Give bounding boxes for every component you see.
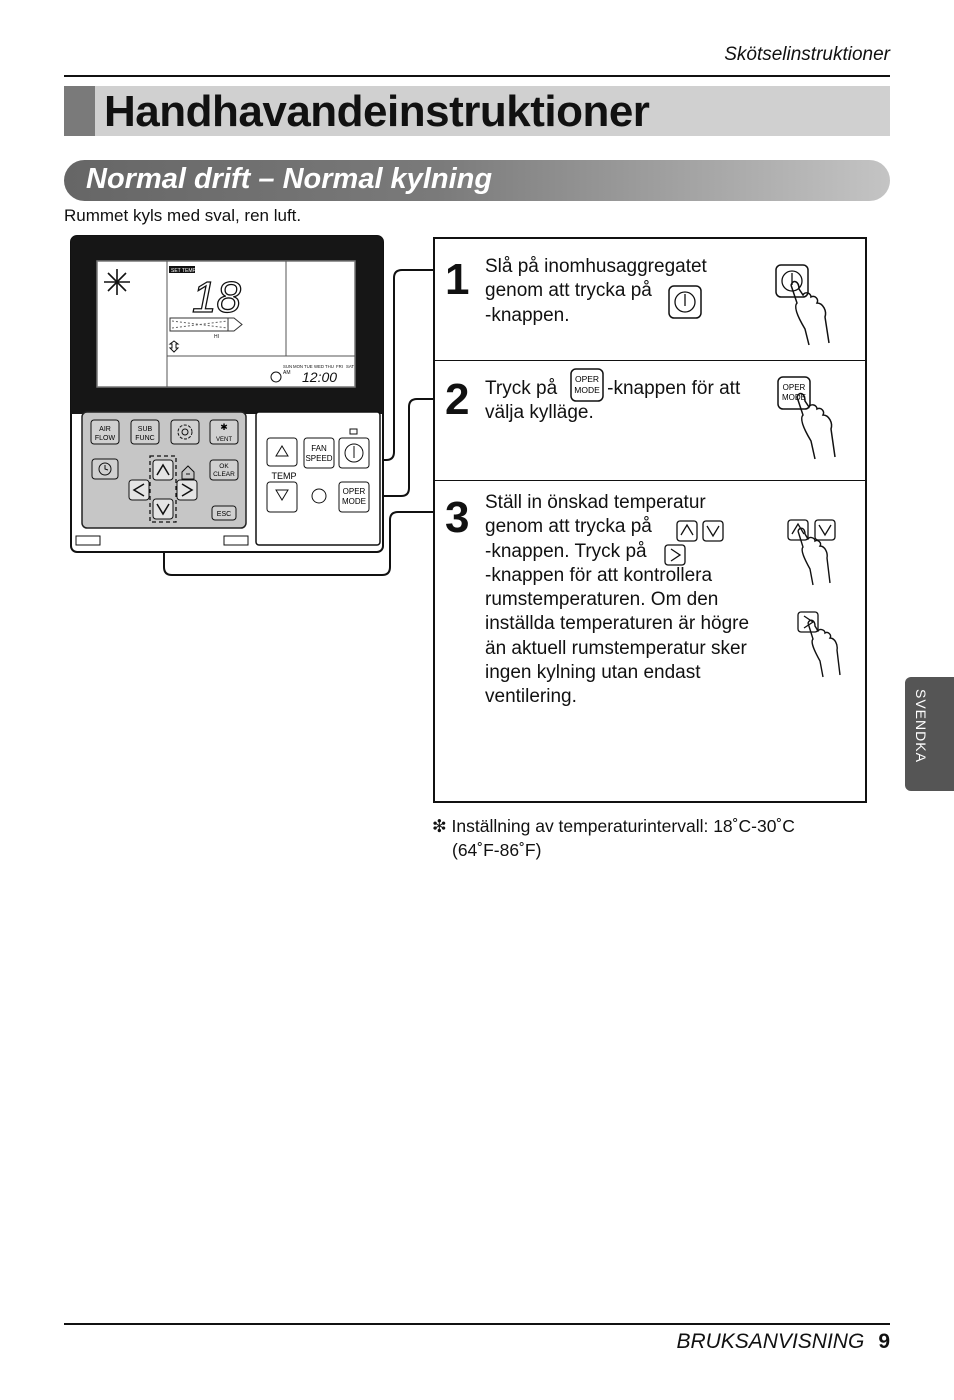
section-title: Normal drift – Normal kylning <box>86 163 493 195</box>
svg-text:FAN: FAN <box>311 444 327 453</box>
fan-level: HI <box>214 334 219 340</box>
dashed-nav-highlight <box>149 455 177 523</box>
svg-text:MODE: MODE <box>574 385 600 395</box>
title-mark <box>64 86 95 136</box>
button-ok-clear: OK CLEAR <box>209 459 239 481</box>
svg-text:✱: ✱ <box>220 422 228 432</box>
steps-box: 1 Slå på inomhusaggregatet genom att try… <box>433 237 867 803</box>
button-temp-down <box>266 481 298 513</box>
page-footer: BRUKSANVISNING 9 <box>676 1330 890 1354</box>
button-fan-speed: FAN SPEED <box>303 437 335 469</box>
hand-press-oper-mode-icon: OPER MODE <box>777 376 836 460</box>
svg-text:SUB: SUB <box>138 426 153 433</box>
oper-mode-button-icon: OPER MODE <box>570 368 604 402</box>
svg-text:CLEAR: CLEAR <box>213 471 235 478</box>
svg-text:MODE: MODE <box>342 497 366 506</box>
svg-text:AIR: AIR <box>99 426 111 433</box>
svg-text:FUNC: FUNC <box>135 435 154 442</box>
power-led <box>349 428 358 435</box>
indicator-led <box>311 488 327 504</box>
svg-text:SPEED: SPEED <box>305 454 332 463</box>
running-header: Skötselinstruktioner <box>724 44 890 65</box>
snowflake-icon <box>104 269 130 295</box>
step-text: Slå på inomhusaggregatet genom att tryck… <box>485 256 707 326</box>
step-text: Tryck på-knappen för att välja kylläge. <box>485 378 741 424</box>
button-sub-func: SUB FUNC <box>130 419 160 445</box>
button-esc: ESC <box>211 505 237 521</box>
button-vent: ✱ VENT <box>209 419 239 445</box>
hand-press-up-down-icon <box>787 519 836 586</box>
button-left <box>128 479 150 501</box>
step-number: 1 <box>445 255 470 304</box>
temp-label: TEMP <box>271 471 296 481</box>
footer-label: BRUKSANVISNING <box>676 1330 865 1353</box>
clock-time: 12:00 <box>302 369 337 385</box>
footer-rule <box>64 1323 890 1325</box>
hand-press-power-icon <box>775 264 830 346</box>
button-power-icon <box>338 437 370 469</box>
note-symbol: ❇ <box>432 816 447 836</box>
button-up <box>152 459 174 481</box>
svg-text:MON: MON <box>293 364 303 369</box>
power-button-icon <box>668 285 702 319</box>
svg-text:FLOW: FLOW <box>95 435 116 442</box>
right-button-icon <box>664 544 686 566</box>
language-tab: SVENDKA <box>905 677 954 791</box>
leader-lines <box>163 269 434 576</box>
svg-text:SUN: SUN <box>283 364 292 369</box>
button-timer-clock-icon <box>91 458 119 480</box>
svg-text:MODE: MODE <box>782 393 806 402</box>
set-temp-label: SET TEMP <box>171 268 196 274</box>
button-temp-up <box>266 437 298 467</box>
section-bar: Normal drift – Normal kylning <box>64 160 890 201</box>
button-settings-gear-icon <box>170 419 200 445</box>
up-down-button-icons <box>676 520 724 542</box>
page-number: 9 <box>878 1330 890 1353</box>
remote-controller-illustration: SET TEMP 18 HI SUN MON TUE WED THU FRI S… <box>70 235 434 576</box>
step-number: 2 <box>445 375 470 424</box>
svg-text:THU: THU <box>325 364 334 369</box>
button-oper-mode: OPER MODE <box>338 481 370 513</box>
button-air-flow: AIR FLOW <box>90 419 120 445</box>
hand-press-right-icon <box>797 611 841 678</box>
step-divider <box>435 480 865 481</box>
step-text: Ställ in önskad temperatur genom att try… <box>485 492 750 708</box>
svg-text:OPER: OPER <box>575 374 599 384</box>
fan-bar-icon <box>169 317 243 332</box>
button-down <box>152 498 174 520</box>
svg-text:WED: WED <box>314 364 324 369</box>
title-bar: Handhavandeinstruktioner <box>64 86 890 136</box>
temperature-range-note: ❇ Inställning av temperaturintervall: 18… <box>432 816 795 860</box>
clock-ampm: AM <box>283 370 291 376</box>
svg-text:TUE: TUE <box>304 364 313 369</box>
svg-text:OK: OK <box>219 463 229 470</box>
weekday-row: SUN MON TUE WED THU FRI SAT <box>283 364 354 369</box>
svg-text:ESC: ESC <box>217 511 231 518</box>
step-divider <box>435 360 865 361</box>
page-title: Handhavandeinstruktioner <box>104 87 650 136</box>
clock-icon <box>270 371 282 383</box>
intro-text: Rummet kyls med sval, ren luft. <box>64 206 302 225</box>
svg-text:OPER: OPER <box>343 487 366 496</box>
swing-icon <box>168 340 180 353</box>
step-number: 3 <box>445 493 470 542</box>
set-temperature: 18 <box>192 273 241 322</box>
button-right <box>176 479 198 501</box>
svg-text:SAT: SAT <box>346 364 354 369</box>
svg-text:OPER: OPER <box>783 383 806 392</box>
header-rule <box>64 75 890 77</box>
svg-text:FRI: FRI <box>336 364 343 369</box>
svg-text:VENT: VENT <box>216 437 232 443</box>
home-icon <box>181 465 195 480</box>
language-tab-label: SVENDKA <box>913 689 929 763</box>
